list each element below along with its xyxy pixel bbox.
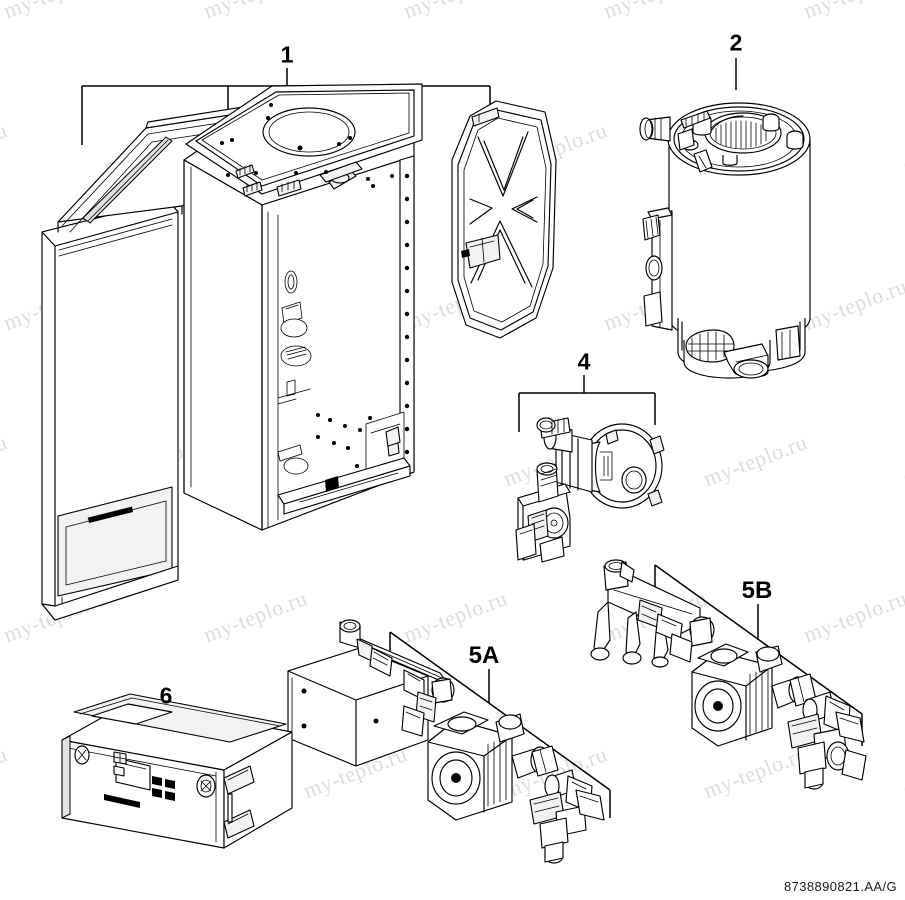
callout-label-4: 4 xyxy=(577,348,591,375)
callout-label-5a: 5A xyxy=(468,642,500,669)
chassis-rivets xyxy=(404,173,410,455)
part-control-panel xyxy=(61,693,293,849)
callout-label-6: 6 xyxy=(159,682,173,709)
callout-label-5b: 5B xyxy=(741,577,773,604)
part-fan-and-gas-valve xyxy=(515,417,665,563)
part-hydraulic-block-b xyxy=(590,559,867,790)
part-insulation-panel xyxy=(451,100,557,339)
callout-label-1: 1 xyxy=(280,41,294,68)
part-number-footer: 8738890821.AA/G xyxy=(784,879,897,894)
part-heat-exchanger xyxy=(639,102,811,379)
callout-label-2: 2 xyxy=(729,29,743,56)
part-hydraulic-block-a xyxy=(287,619,605,864)
part-inner-chassis-frame xyxy=(183,83,423,531)
